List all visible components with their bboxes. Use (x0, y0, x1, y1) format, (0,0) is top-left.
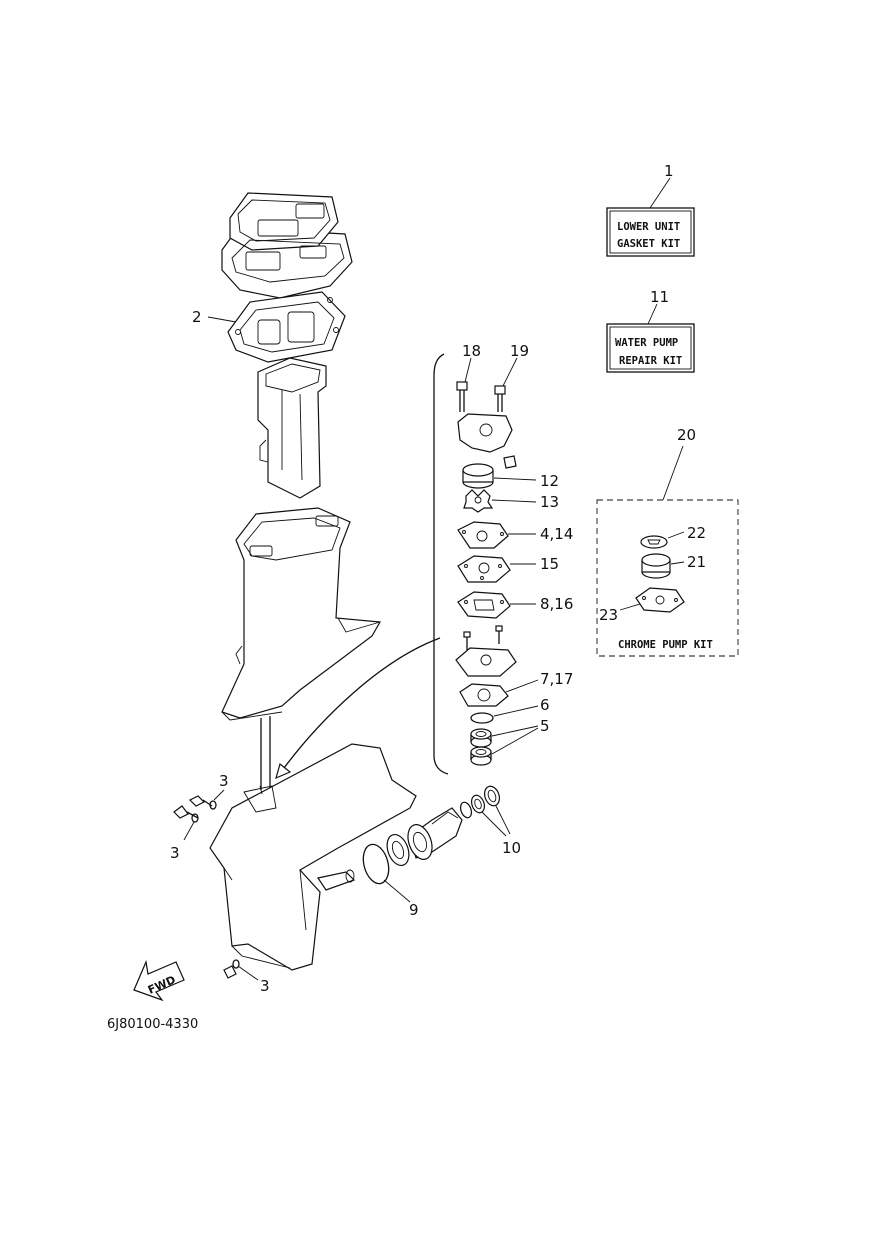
pump-housing (457, 413, 517, 469)
oil-seals-10 (459, 785, 501, 819)
callout-18: 18 (462, 342, 481, 360)
exhaust-guide (257, 357, 327, 499)
pump-base-plate (455, 625, 517, 677)
callout-20: 20 (677, 426, 696, 444)
drive-shaft (260, 716, 271, 790)
callout-23: 23 (599, 606, 618, 624)
diagram-code: 6J80100-4330 (107, 1017, 198, 1032)
gasket-kit-line2: GASKET KIT (617, 238, 680, 250)
callout-5: 5 (540, 717, 550, 735)
callout-2: 2 (192, 308, 202, 326)
callout-7-17: 7,17 (540, 670, 573, 688)
callout-19: 19 (510, 342, 529, 360)
gasket-part-2 (227, 291, 346, 363)
gasket-part-7-17 (459, 683, 509, 707)
gasket-kit-box: 1 LOWER UNIT GASKET KIT (606, 162, 695, 257)
callout-12: 12 (540, 472, 559, 490)
callout-21: 21 (687, 553, 706, 571)
callout-22: 22 (687, 524, 706, 542)
pump-group-bracket (433, 353, 449, 775)
gasket-part-4-14 (457, 521, 509, 549)
water-pump-kit-line1: WATER PUMP (615, 337, 678, 349)
chrome-pump-kit-label: CHROME PUMP KIT (618, 639, 713, 651)
callout-1: 1 (664, 162, 674, 180)
lower-casing (209, 743, 417, 971)
fwd-arrow-icon: FWD (133, 959, 185, 1002)
callout-3-left: 3 (170, 844, 180, 862)
upper-casing (221, 507, 381, 721)
o-ring-9 (362, 843, 390, 885)
callout-9: 9 (409, 901, 419, 919)
callout-15: 15 (540, 555, 559, 573)
callout-8-16: 8,16 (540, 595, 573, 613)
prop-shaft-housing (386, 807, 463, 867)
assembly-arrowhead (275, 762, 292, 780)
callout-3-top: 3 (219, 772, 229, 790)
oil-seals-5 (470, 728, 492, 766)
callout-3-bottom: 3 (260, 977, 270, 995)
pump-bolts (456, 381, 506, 412)
o-ring-6 (470, 712, 494, 724)
bolts-part-3 (173, 795, 240, 979)
gasket-part-8-16 (457, 591, 511, 619)
callout-6: 6 (540, 696, 550, 714)
outer-plate-15 (457, 555, 511, 583)
callout-11: 11 (650, 288, 669, 306)
assembly-arrow (283, 637, 441, 769)
impeller (463, 489, 494, 513)
callout-10: 10 (502, 839, 521, 857)
water-pump-kit-box: 11 WATER PUMP REPAIR KIT (606, 288, 695, 373)
chrome-pump-kit-box: 20 22 21 23 CHROME PUMP KIT (596, 426, 739, 657)
upper-gasket-stack (221, 192, 353, 299)
callout-4-14: 4,14 (540, 525, 573, 543)
gasket-kit-line1: LOWER UNIT (617, 221, 680, 233)
water-pump-kit-line2: REPAIR KIT (619, 355, 682, 367)
callout-13: 13 (540, 493, 559, 511)
pump-insert-cartridge (462, 463, 494, 489)
